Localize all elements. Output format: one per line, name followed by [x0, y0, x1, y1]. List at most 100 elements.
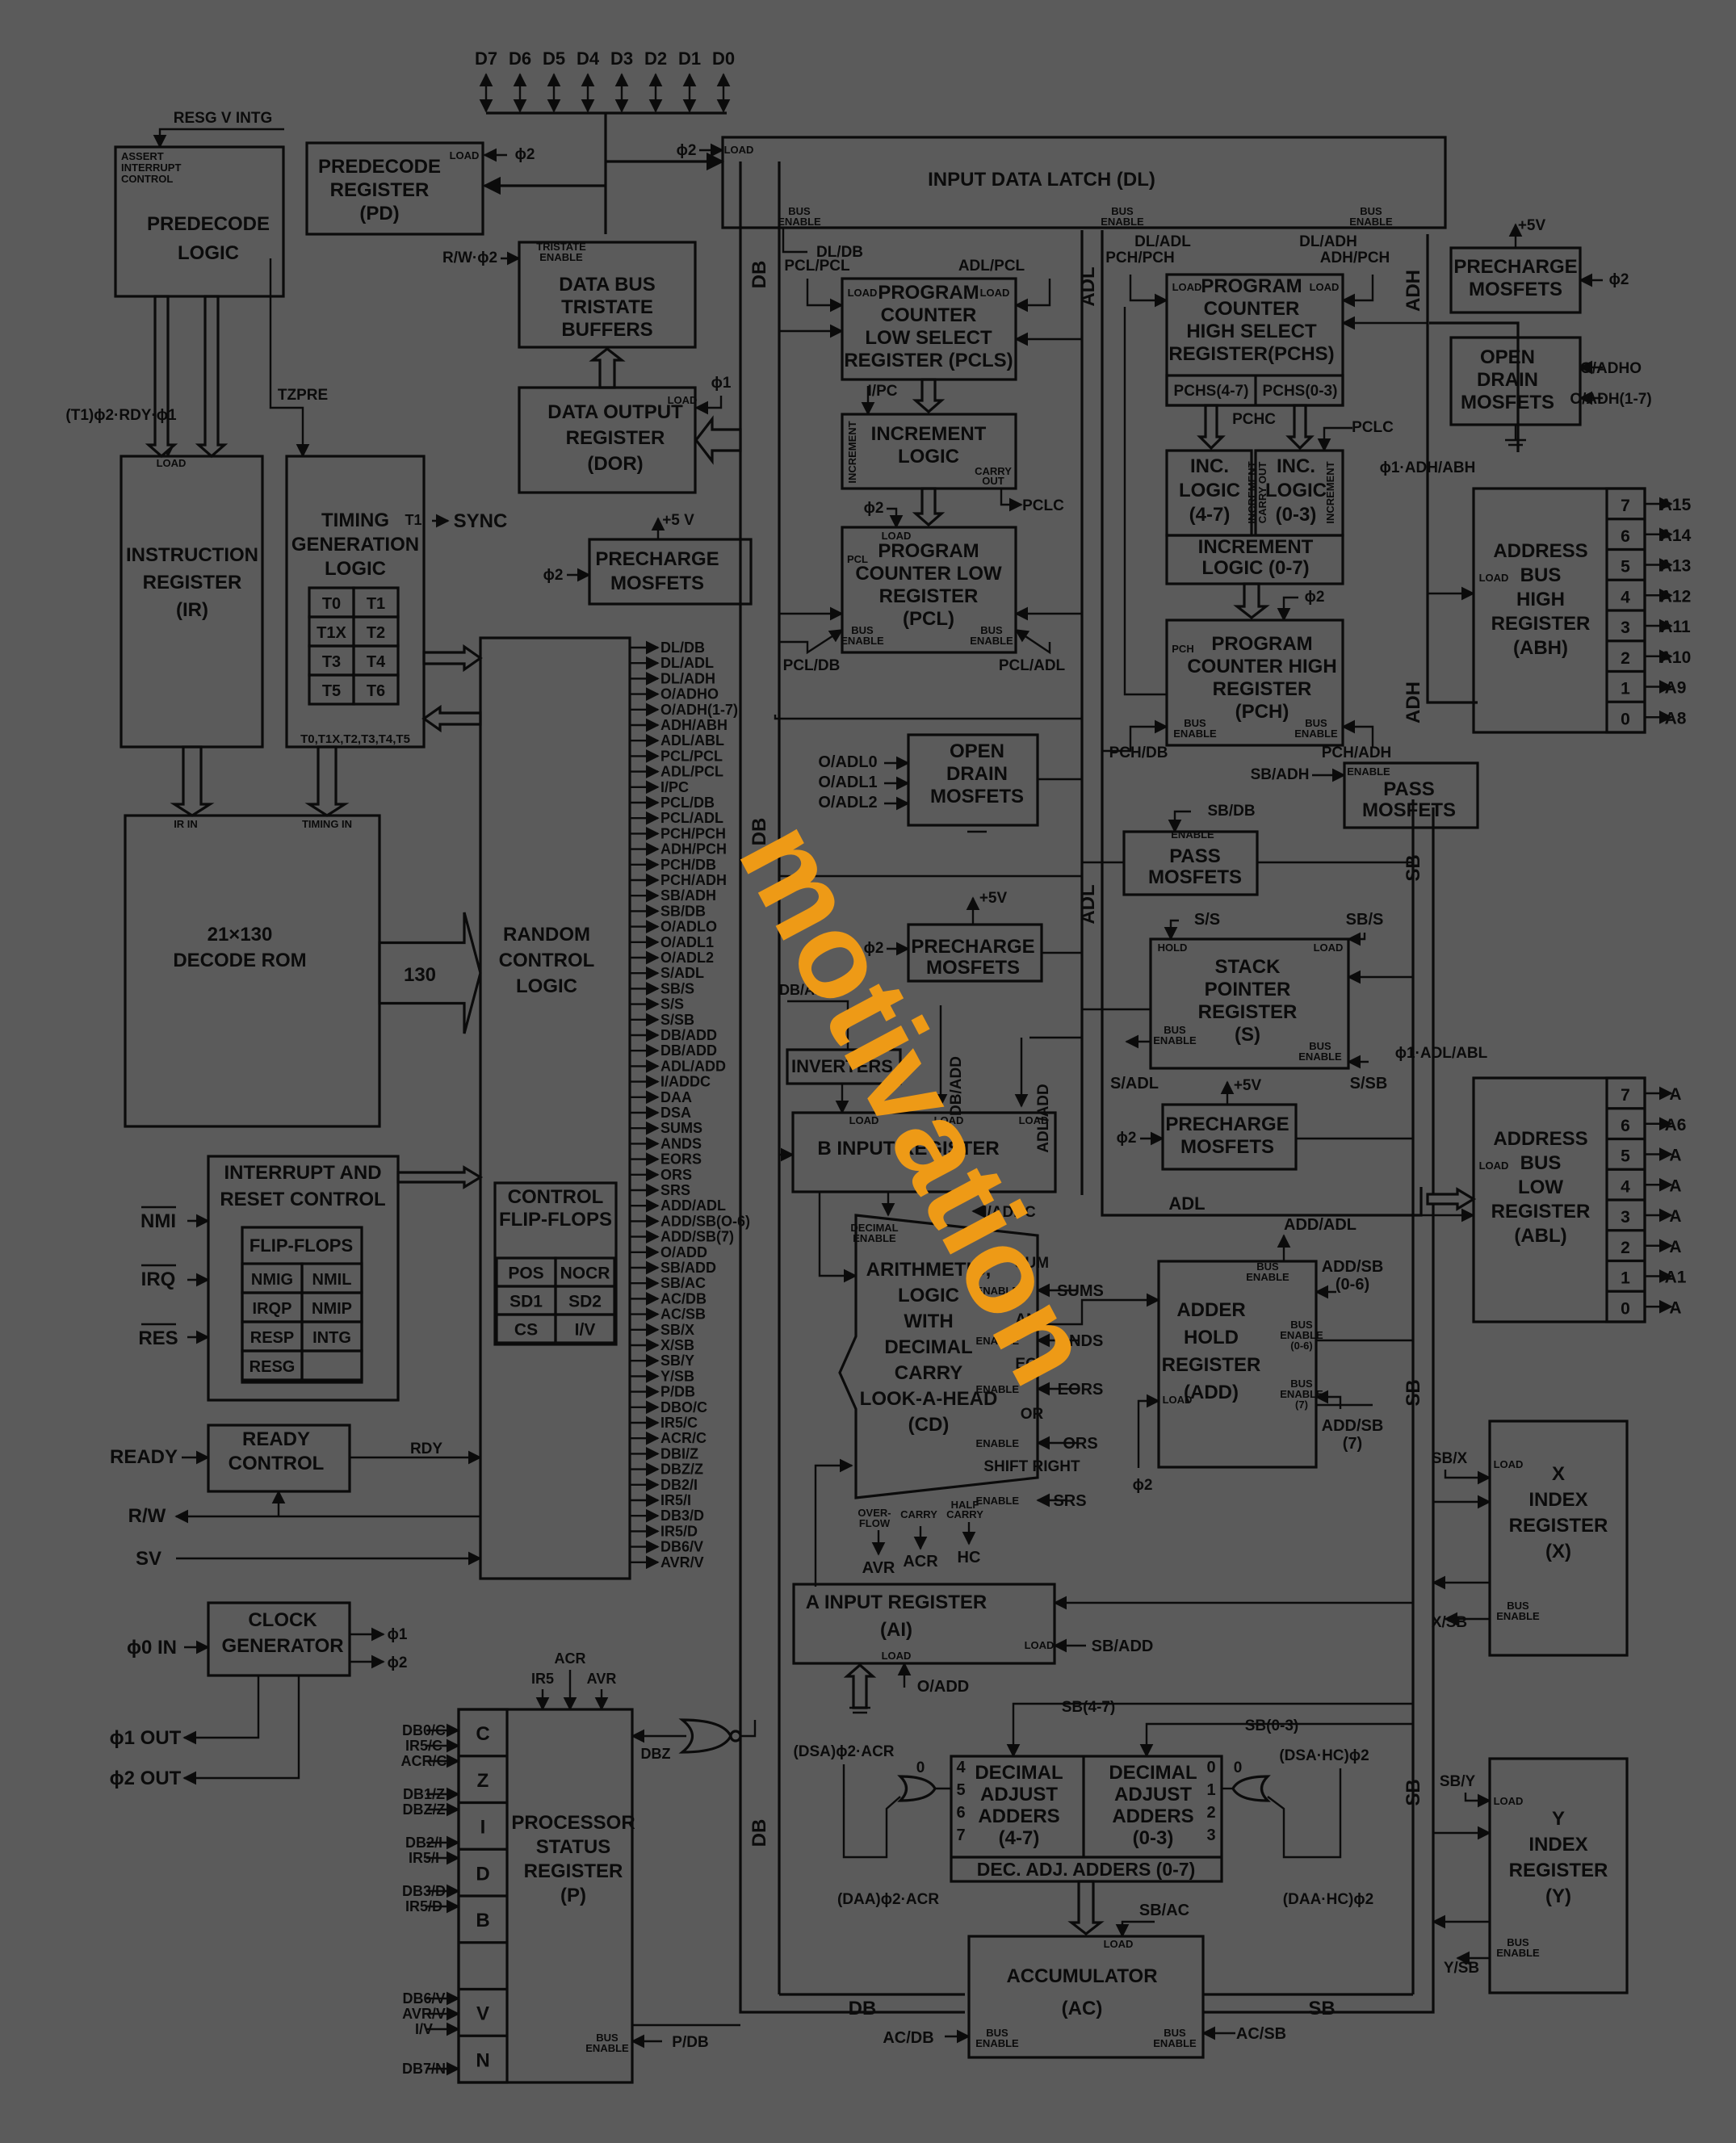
ps-busen: BUS — [596, 2032, 619, 2044]
adh-pch-label: ADH/PCH — [1320, 250, 1390, 266]
pch-box — [1165, 619, 1344, 747]
sp-load: LOAD — [1314, 941, 1344, 954]
alu-line-5: LOOK-A-HEAD — [860, 1388, 998, 1410]
ps-pdb: P/DB — [672, 2034, 708, 2051]
predecode-register-line-2: (PD) — [359, 203, 399, 224]
y-busen: BUS — [1507, 1936, 1529, 1948]
tzpre: TZPRE — [278, 387, 328, 404]
control-line-label: O/ADLO — [660, 919, 717, 935]
abl-bit: 3 — [1621, 1208, 1630, 1227]
alu-enable: ENABLE — [976, 1335, 1020, 1347]
predecode-logic-line-1: LOGIC — [178, 242, 239, 264]
sb-label-acc: SB — [1308, 1998, 1335, 2019]
alu-halfcarry: HALF — [951, 1499, 979, 1511]
pd-load: LOAD — [450, 149, 480, 161]
timing-to-rom — [304, 745, 350, 817]
timing-grid-label: T2 — [367, 624, 385, 642]
timing-grid-label: T5 — [322, 682, 341, 700]
ff-grid-label: NMIL — [312, 1271, 352, 1289]
dor-phi1-line — [694, 396, 723, 415]
rdy-label: RDY — [410, 1441, 442, 1457]
predecode-logic-box — [114, 145, 285, 298]
s-sb-label: S/SB — [1350, 1075, 1388, 1092]
add-adl-label: ADD/ADL — [1284, 1216, 1357, 1234]
sb03-line — [1139, 1722, 1413, 1758]
control-line-label: PCL/ADL — [660, 810, 723, 826]
pcl-increment-line-0: INCREMENT — [871, 423, 987, 445]
interrupt-reset-line-1: RESET CONTROL — [220, 1189, 385, 1210]
abl-pin: A — [1669, 1298, 1681, 1317]
pcls-line-3: REGISTER (PCLS) — [844, 350, 1013, 371]
accumulator-line-0: ACCUMULATOR — [1006, 1965, 1157, 1987]
control-ff-line-1: FLIP-FLOPS — [499, 1209, 612, 1231]
adder-hold-line-0: ADDER — [1176, 1299, 1245, 1321]
dec-adj-03-line-3: (0-3) — [1133, 1827, 1174, 1849]
add-busen-7: BUS — [1290, 1378, 1313, 1390]
abh-bit: 1 — [1621, 680, 1630, 698]
acc-busen-l: BUS — [986, 2027, 1008, 2039]
a-input-box — [792, 1583, 1056, 1665]
acr-label: ACR — [903, 1553, 938, 1571]
abh-bit: 5 — [1621, 558, 1630, 577]
abh-line-4: (ABH) — [1513, 637, 1568, 659]
control-line-label: ANDS — [660, 1135, 702, 1151]
abl-pin: A — [1669, 1085, 1681, 1104]
dsa-acr: (DSA)ϕ2·ACR — [793, 1743, 894, 1760]
dl-busen-3b: ENABLE — [1349, 216, 1393, 228]
dec-adj-in-n5: 5 — [956, 1781, 965, 1799]
alu-line-2: WITH — [904, 1311, 953, 1332]
data-pin-D3: D3 — [610, 48, 633, 69]
sp-busen-r: BUS — [1309, 1040, 1331, 1052]
abh-pin: A14 — [1660, 526, 1692, 545]
alu-line-6: (CD) — [908, 1414, 950, 1436]
data-pin-D6: D6 — [509, 48, 531, 69]
control-line-label: SUMS — [660, 1120, 702, 1136]
abh-bit: 0 — [1621, 710, 1630, 728]
status-input-label: DB7/N — [402, 2061, 446, 2077]
dl-adl-label: DL/ADL — [1134, 233, 1191, 250]
control-line-label: ACR/C — [660, 1430, 707, 1446]
control-line-label: ADD/SB(O-6) — [660, 1213, 750, 1229]
inc-logic-07-box — [1165, 534, 1344, 585]
i-pc-label: I/PC — [868, 383, 898, 400]
adh-pch-line — [1341, 275, 1374, 308]
status-input-label: IR5/C — [405, 1738, 442, 1754]
add-busen-7-b: ENABLE — [1280, 1388, 1323, 1400]
status-flag-V: V — [476, 2003, 489, 2025]
ps-ir5: IR5 — [531, 1671, 554, 1687]
sp-busen-lb: ENABLE — [1153, 1034, 1197, 1046]
ac-db-label: AC/DB — [883, 2029, 933, 2047]
phi1-adh-abh: ϕ1·ADH/ABH — [1380, 459, 1476, 476]
alu-op: SUM — [1015, 1255, 1049, 1272]
sb47-line — [1006, 1702, 1413, 1758]
ai-to-alu — [814, 1458, 853, 1587]
timing-generation-line-1: GENERATION — [291, 534, 419, 556]
dbb-tristate-b: ENABLE — [539, 251, 583, 263]
o-adl2: O/ADL2 — [818, 794, 877, 811]
rom-to-rcl — [378, 912, 482, 1034]
control-line-label: SB/S — [660, 980, 694, 996]
tzpre-line — [269, 258, 310, 458]
random-control-line-2: LOGIC — [516, 975, 577, 997]
alu-ctrl-label: ANDS — [1058, 1332, 1104, 1350]
precharge-adl-box — [907, 923, 1043, 983]
status-flag-Z: Z — [477, 1770, 489, 1792]
control-ff-line-0: CONTROL — [508, 1186, 604, 1208]
precharge-sb-line-1: MOSFETS — [1180, 1136, 1274, 1158]
db-add-vert: DB/ADD — [948, 1056, 965, 1116]
status-flag-D: D — [476, 1863, 489, 1885]
sb-x-label: SB/X — [1432, 1450, 1468, 1467]
timing-grid-label: T1 — [367, 595, 385, 613]
control-line-label: SRS — [660, 1182, 690, 1198]
status-input-label: IR5/I — [409, 1850, 439, 1866]
sp-hold: HOLD — [1158, 941, 1188, 954]
precharge-adl-phi2: ϕ2 — [864, 940, 884, 957]
open-drain-adl-box — [907, 733, 1039, 827]
status-input-label: IR5/D — [405, 1898, 442, 1914]
pcls-box — [841, 277, 1017, 381]
gate-left-in — [842, 1764, 901, 1859]
dl-db-label: DL/DB — [816, 244, 863, 261]
control-line-label: SB/ADD — [660, 1260, 716, 1276]
stack-pointer-line-0: STACK — [1215, 956, 1281, 978]
timing-generation-line-2: LOGIC — [325, 558, 386, 580]
